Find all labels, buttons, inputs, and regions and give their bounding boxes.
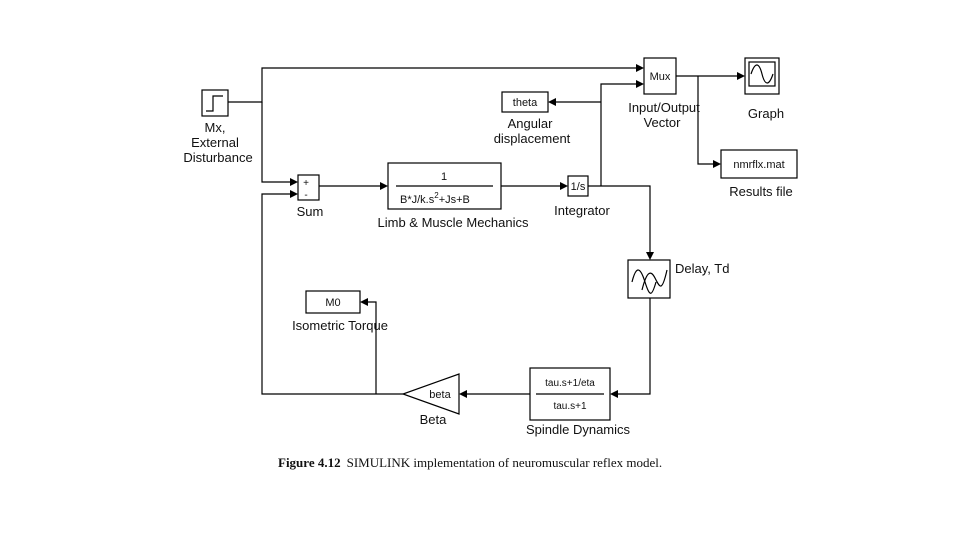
m0-block[interactable]: M0 [305, 290, 361, 314]
m0-label: Isometric Torque [292, 318, 388, 333]
arrow-mux-in-bottom [636, 80, 644, 88]
beta-text: beta [429, 389, 451, 401]
arrow-sum-in [290, 178, 298, 186]
mx-label-line3: Disturbance [183, 150, 252, 165]
arrow-theta-in [548, 98, 556, 106]
mux-block[interactable]: Mux [643, 57, 677, 95]
beta-label: Beta [420, 412, 448, 427]
spindle-denominator: tau.s+1 [553, 401, 587, 412]
arrow-spindle-in [610, 390, 618, 398]
wire-beta-to-sum [261, 193, 403, 395]
limb-numerator: 1 [441, 171, 447, 183]
spindle-transfer-block[interactable]: tau.s+1/eta tau.s+1 [529, 367, 611, 421]
mux-label-line2: Vector [644, 115, 682, 130]
arrow-sum-minus-in [290, 190, 298, 198]
integrator-label: Integrator [554, 203, 610, 218]
spindle-numerator: tau.s+1/eta [545, 378, 595, 389]
wire-beta-to-m0 [368, 301, 377, 394]
wire-integrator-to-mux [600, 83, 636, 186]
delay-label: Delay, Td [675, 261, 729, 276]
sum-minus-sign: - [304, 190, 307, 201]
mux-label-line1: Input/Output [628, 100, 700, 115]
theta-label-line1: Angular [508, 116, 553, 131]
arrow-integrator-in [560, 182, 568, 190]
arrow-beta-in [459, 390, 467, 398]
mux-text: Mux [650, 71, 671, 83]
limb-denominator: B*J/k.s2+Js+B [400, 191, 470, 206]
integrator-text: 1/s [571, 181, 586, 193]
theta-block[interactable]: theta [501, 91, 549, 113]
arrow-delay-in [646, 252, 654, 260]
delay-block[interactable] [627, 259, 671, 299]
sum-plus-sign: + [303, 178, 309, 189]
graph-block[interactable] [744, 57, 780, 95]
sine-wave-icon [750, 64, 774, 84]
integrator-block[interactable]: 1/s [567, 175, 589, 197]
arrow-results-in [713, 160, 721, 168]
mx-step-block[interactable] [201, 89, 229, 117]
mx-label-line2: External [191, 135, 239, 150]
results-file-block[interactable]: nmrflx.mat [720, 149, 798, 179]
mx-label-line1: Mx, [205, 120, 226, 135]
results-file-label: Results file [729, 184, 793, 199]
sum-block[interactable]: + - [297, 174, 320, 201]
beta-gain-block[interactable]: beta [401, 373, 460, 415]
wire-mx-to-sum [261, 102, 290, 183]
step-icon [206, 95, 223, 112]
arrow-m0-in [360, 298, 368, 306]
figure-caption: Figure 4.12 SIMULINK implementation of ne… [278, 455, 662, 470]
spindle-label: Spindle Dynamics [526, 422, 631, 437]
caption-text: SIMULINK implementation of neuromuscular… [347, 455, 663, 470]
theta-label-line2: displacement [494, 131, 571, 146]
delay-wave-icon [631, 269, 657, 294]
sum-label: Sum [297, 204, 324, 219]
wire-mux-to-results [697, 76, 713, 165]
arrow-limb-in [380, 182, 388, 190]
limb-transfer-block[interactable]: 1 B*J/k.s2+Js+B [387, 162, 502, 210]
wire-mx-to-mux [228, 67, 636, 103]
wire-delay-to-spindle [618, 298, 651, 395]
graph-label: Graph [748, 106, 784, 121]
arrow-mux-in-top [636, 64, 644, 72]
m0-text: M0 [325, 297, 340, 309]
results-file-text: nmrflx.mat [733, 159, 784, 171]
caption-prefix: Figure 4.12 [278, 455, 341, 470]
theta-text: theta [513, 97, 538, 109]
arrow-graph-in [737, 72, 745, 80]
wire-integrator-to-delay [588, 185, 651, 252]
limb-label: Limb & Muscle Mechanics [378, 215, 529, 230]
delay-wave-shifted-icon [641, 269, 668, 291]
